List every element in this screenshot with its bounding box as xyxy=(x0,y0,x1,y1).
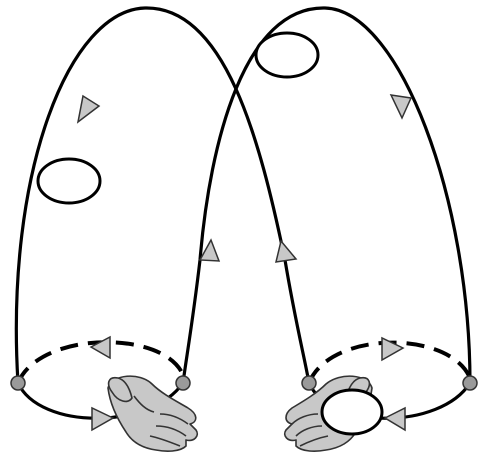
triangle-arrow-icon xyxy=(92,408,113,430)
ball-left-air xyxy=(38,159,100,203)
triangle-arrow-icon xyxy=(276,241,296,262)
triangle-arrow-icon xyxy=(385,408,405,430)
dot-icon xyxy=(176,376,190,390)
triangle-arrow-icon xyxy=(78,96,99,122)
right-throw-arc xyxy=(183,8,470,383)
ball-right-air xyxy=(256,33,318,77)
dot-icon xyxy=(11,376,25,390)
dot-icon xyxy=(302,376,316,390)
ball-in-right-hand xyxy=(322,390,382,434)
triangle-arrow-icon xyxy=(391,95,411,118)
triangle-arrow-icon xyxy=(91,337,110,358)
dot-icon xyxy=(463,376,477,390)
